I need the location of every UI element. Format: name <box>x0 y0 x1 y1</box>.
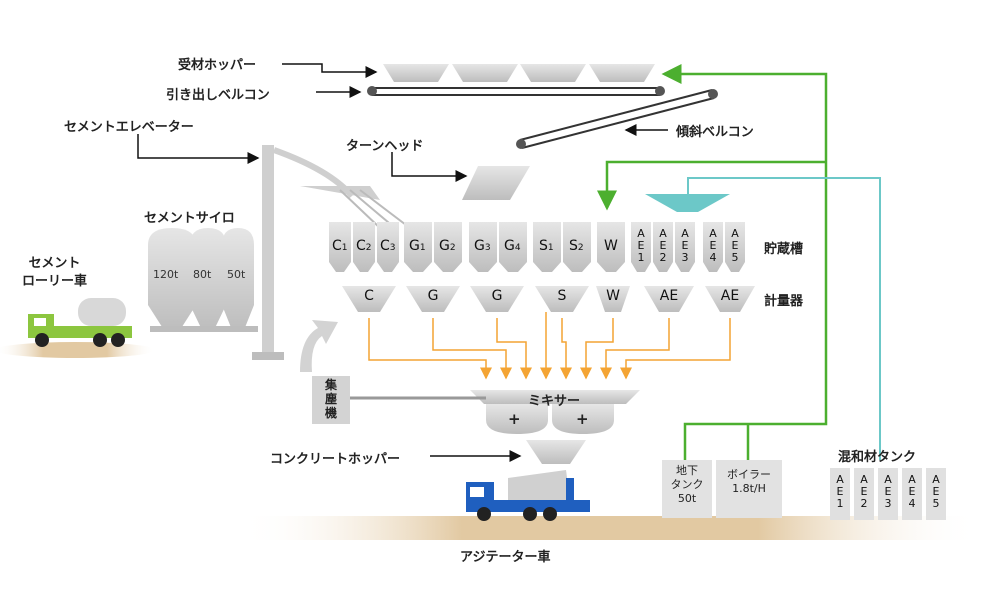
weighers <box>342 286 755 312</box>
ae-bin-label: AE1 <box>637 227 645 264</box>
receiving-hoppers <box>383 64 655 82</box>
ground-left <box>0 342 155 358</box>
ae-bin-label: AE4 <box>709 227 717 264</box>
bin-main: G <box>409 238 420 254</box>
bin-sub: 1 <box>419 243 426 253</box>
bin-label: G3 <box>474 238 491 254</box>
admixture-tank-item: AE5 <box>932 473 940 510</box>
underground-tank-box <box>662 460 712 518</box>
bin-sub: 3 <box>484 243 491 253</box>
bin-sub: 2 <box>577 243 584 253</box>
bin-sub: 2 <box>449 243 456 253</box>
weigher-item-label: AE <box>720 288 740 304</box>
bin-main: G <box>474 238 485 254</box>
weigher-item-label: S <box>557 288 567 304</box>
silo-capacity: 120t <box>153 268 179 281</box>
bin-sub: 2 <box>365 243 372 253</box>
incline-conveyor-label: 傾斜ベルコン <box>676 125 754 140</box>
incline-conveyor <box>516 89 718 149</box>
concrete-hopper-label: コンクリートホッパー <box>270 452 401 467</box>
cement-elevator <box>252 145 411 360</box>
weigher-item-label: G <box>427 288 439 304</box>
bin-label: G1 <box>409 238 426 254</box>
bin-label: S2 <box>569 238 584 254</box>
admixture-tank-label: 混和材タンク <box>838 450 917 465</box>
mixer-plus-right: + <box>576 410 589 428</box>
mixer-label: ミキサー <box>528 394 581 409</box>
turn-head <box>462 166 530 200</box>
cement-lorry-label: セメント ローリー車 <box>22 256 88 289</box>
pull-conveyor-label: 引き出しベルコン <box>166 88 270 103</box>
bin-main: S <box>539 238 548 254</box>
silo-capacity: 50t <box>227 268 246 281</box>
ae-bin-label: AE3 <box>681 227 689 264</box>
bin-label: W <box>604 238 618 254</box>
admixture-tank-item: AE2 <box>860 473 868 510</box>
cement-silo-label: セメントサイロ <box>144 211 235 226</box>
pull-conveyor <box>367 86 665 96</box>
ae-bin-label: AE5 <box>731 227 739 264</box>
bin-sub: 1 <box>341 243 348 253</box>
weigher-item-label: W <box>606 288 620 304</box>
bin-main: S <box>569 238 578 254</box>
bin-main: C <box>332 238 342 254</box>
admixture-tank-item: AE4 <box>908 473 916 510</box>
bin-label: C3 <box>380 238 396 254</box>
bin-main: C <box>356 238 366 254</box>
storage-tank-label: 貯蔵槽 <box>764 242 804 257</box>
dust-collector <box>312 376 350 424</box>
bin-label: C1 <box>332 238 348 254</box>
storage-bins <box>329 222 745 272</box>
bin-label: S1 <box>539 238 554 254</box>
water-lines <box>597 64 828 460</box>
admixture-tank-item: AE1 <box>836 473 844 510</box>
admixture-tank-shapes <box>830 468 946 520</box>
concrete-hopper <box>526 440 586 464</box>
agitator-truck-graphic <box>466 470 590 521</box>
receiving-hopper-label: 受材ホッパー <box>178 58 257 73</box>
weigher-item-label: AE <box>659 288 679 304</box>
silo-capacity: 80t <box>193 268 212 281</box>
underground-tank-label: 地下 タンク 50t <box>670 464 704 505</box>
bin-main: G <box>504 238 515 254</box>
agitator-truck-label: アジテーター車 <box>460 550 551 565</box>
pointer-arrows <box>137 63 668 462</box>
admixture-line <box>645 177 881 460</box>
bin-main: W <box>604 238 618 254</box>
boiler-label: ボイラー 1.8t/H <box>727 468 771 495</box>
bin-sub: 4 <box>514 243 521 253</box>
cement-silos <box>148 228 258 332</box>
feed-lines <box>368 312 731 380</box>
admixture-tank-item: AE3 <box>884 473 892 510</box>
turn-head-label: ターンヘッド <box>346 139 424 154</box>
bin-sub: 3 <box>389 243 396 253</box>
bin-label: C2 <box>356 238 372 254</box>
bin-label: G4 <box>504 238 521 254</box>
bin-main: C <box>380 238 390 254</box>
cement-elevator-label: セメントエレベーター <box>64 120 194 135</box>
weigher-item-label: C <box>364 288 374 304</box>
recycle-arrow <box>300 320 338 372</box>
weigher-label: 計量器 <box>764 294 804 309</box>
bin-label: G2 <box>439 238 456 254</box>
dust-collector-label: 集 塵 機 <box>325 378 338 420</box>
mixer-plus-left: + <box>508 410 521 428</box>
weigher-item-label: G <box>491 288 503 304</box>
bin-main: G <box>439 238 450 254</box>
mixer <box>470 390 640 434</box>
boiler-box <box>716 460 782 518</box>
ae-bin-label: AE2 <box>659 227 667 264</box>
cement-lorry <box>28 298 132 347</box>
bin-sub: 1 <box>547 243 554 253</box>
